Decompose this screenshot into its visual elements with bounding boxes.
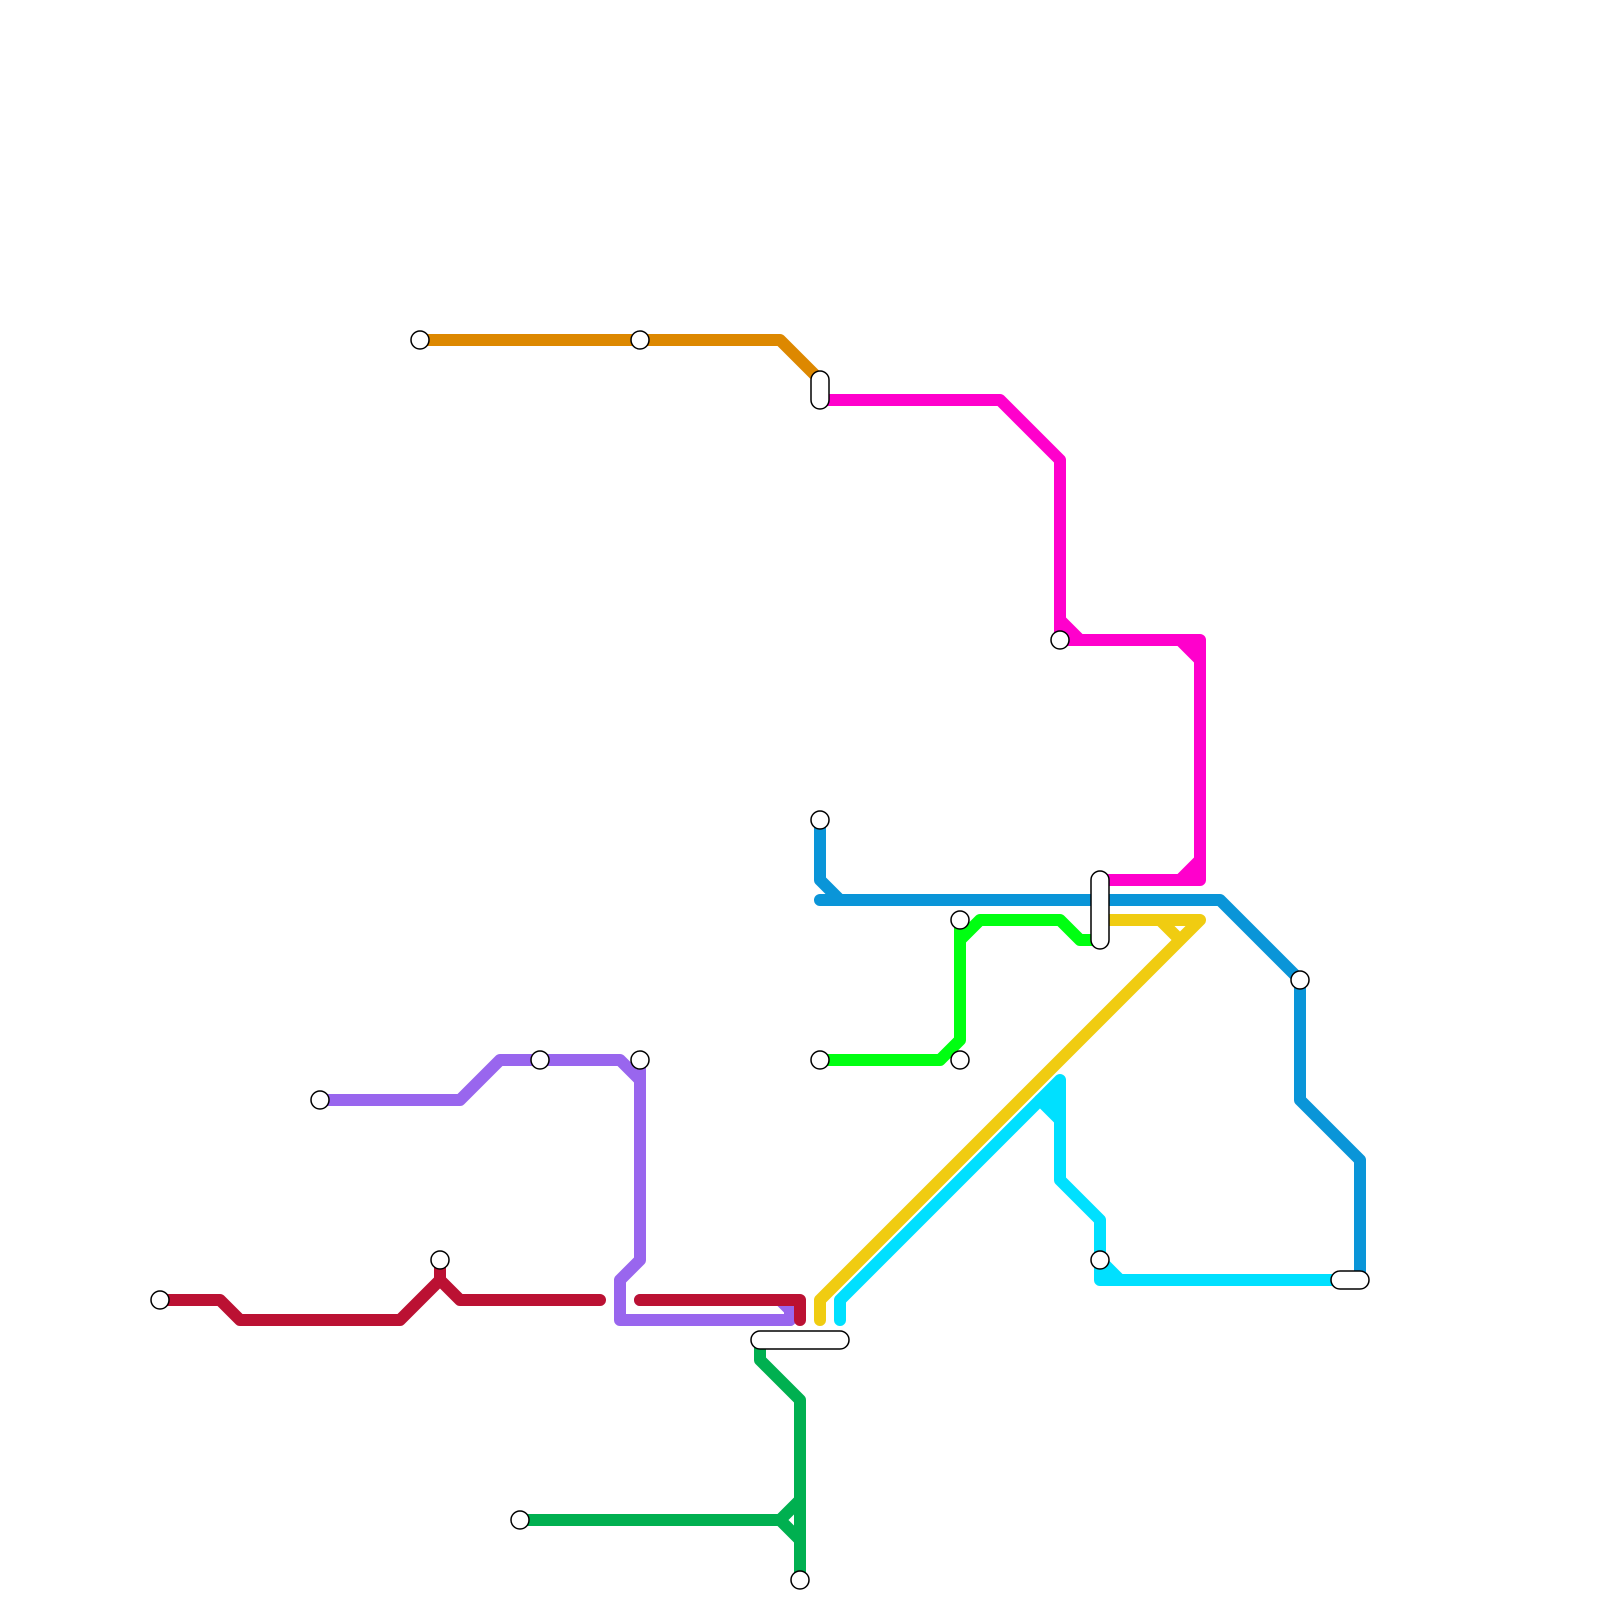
route-line-lime[interactable] [814,914,1106,1066]
route-line-crimson[interactable] [154,1254,606,1326]
station-stop[interactable] [1050,630,1070,650]
station-stop[interactable] [1290,970,1310,990]
station-stop[interactable] [950,910,970,930]
route-line-cyan[interactable] [834,1074,1366,1326]
station-stop[interactable] [310,1090,330,1110]
interchange-station[interactable] [1090,870,1110,950]
route-line-green[interactable] [754,1334,806,1586]
station-stop[interactable] [410,330,430,350]
interchange-station[interactable] [810,370,830,410]
route-line-crimson-east[interactable] [634,1294,806,1326]
station-stop[interactable] [810,1050,830,1070]
station-stop[interactable] [510,1510,530,1530]
station-stop[interactable] [790,1570,810,1590]
route-line-green-branch[interactable] [514,1494,806,1546]
station-stop[interactable] [950,1050,970,1070]
route-line-blue[interactable] [814,814,1366,1286]
route-line-cyan-spur[interactable] [1034,1094,1066,1126]
station-stop[interactable] [810,810,830,830]
route-lines [154,334,1366,1586]
route-line-yellow[interactable] [814,914,1206,1326]
station-stop[interactable] [530,1050,550,1070]
station-stop[interactable] [630,330,650,350]
station-stop[interactable] [630,1050,650,1070]
station-stop[interactable] [150,1290,170,1310]
stations [150,330,1370,1590]
route-line-orange[interactable] [414,334,826,386]
station-stop[interactable] [430,1250,450,1270]
station-stop[interactable] [1090,1250,1110,1270]
interchange-station[interactable] [750,1330,850,1350]
interchange-station[interactable] [1330,1270,1370,1290]
